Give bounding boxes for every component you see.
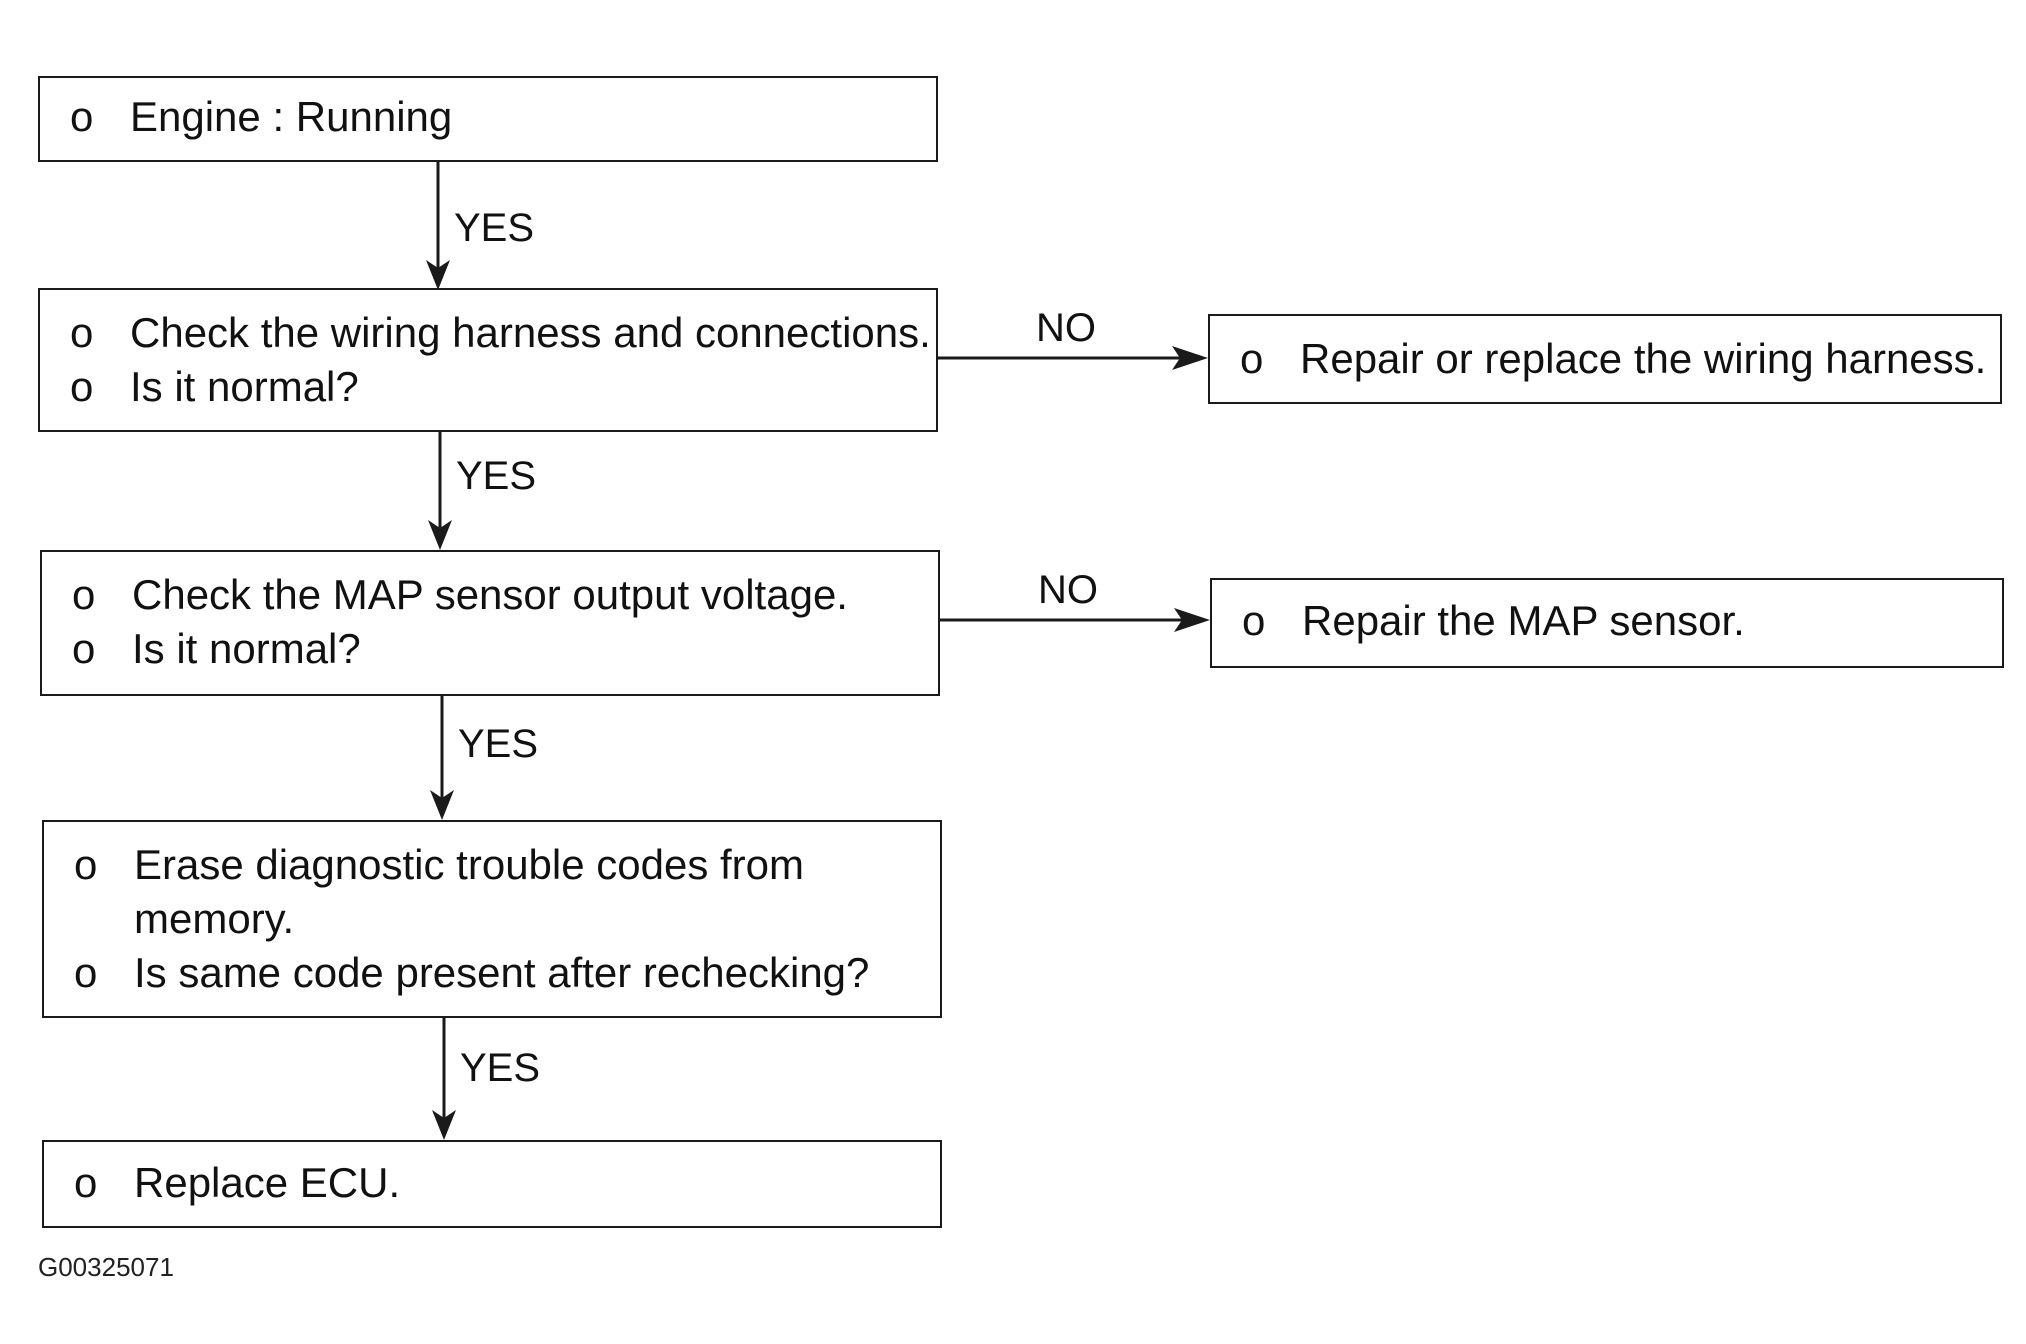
bullet-marker: o	[1240, 335, 1264, 382]
step-text: Replace ECU.	[134, 1159, 401, 1206]
bullet-row: o Repair or replace the wiring harness.	[1240, 332, 1986, 386]
bullet-row: o Check the MAP sensor output voltage.	[72, 568, 918, 622]
step-check-wiring: o Check the wiring harness and connectio…	[38, 288, 938, 432]
step-question: Is it normal?	[130, 363, 359, 410]
bullet-marker: o	[74, 841, 98, 888]
step-text: Repair or replace the wiring harness.	[1300, 335, 1987, 382]
bullet-row: o Replace ECU.	[74, 1156, 920, 1210]
arrowhead-down-1	[426, 260, 450, 290]
step-text: Check the wiring harness and connections…	[130, 309, 931, 356]
bullet-row-continuation: memory.	[74, 892, 920, 946]
label-yes-2: YES	[456, 454, 537, 498]
arrowhead-down-4	[432, 1110, 456, 1140]
step-text: Check the MAP sensor output voltage.	[132, 571, 848, 618]
label-no-1: NO	[1036, 306, 1096, 350]
step-check-map-sensor: o Check the MAP sensor output voltage. o…	[40, 550, 940, 696]
bullet-row: o Check the wiring harness and connectio…	[70, 306, 931, 360]
step-text: Engine : Running	[130, 93, 453, 140]
arrowhead-down-2	[428, 520, 452, 550]
step-erase-codes: o Erase diagnostic trouble codes from me…	[42, 820, 942, 1018]
step-text-continued: memory.	[134, 895, 295, 942]
step-repair-map-sensor: o Repair the MAP sensor.	[1210, 578, 2004, 668]
bullet-marker: o	[74, 1159, 98, 1206]
bullet-row: o Erase diagnostic trouble codes from	[74, 838, 920, 892]
bullet-row: o Is it normal?	[72, 622, 918, 676]
label-yes-3: YES	[458, 722, 539, 766]
label-yes-4: YES	[460, 1046, 541, 1090]
step-text: Erase diagnostic trouble codes from	[134, 841, 805, 888]
bullet-marker: o	[72, 625, 96, 672]
step-question: Is same code present after rechecking?	[134, 949, 870, 996]
step-repair-wiring: o Repair or replace the wiring harness.	[1208, 314, 2002, 404]
bullet-spacer	[74, 892, 134, 946]
arrowhead-down-3	[430, 790, 454, 820]
bullet-row: o Is it normal?	[70, 360, 916, 414]
bullet-row: o Repair the MAP sensor.	[1242, 594, 1982, 648]
bullet-marker: o	[72, 571, 96, 618]
bullet-row: o Engine : Running	[70, 90, 916, 144]
bullet-marker: o	[70, 309, 94, 356]
bullet-marker: o	[1242, 597, 1266, 644]
label-no-2: NO	[1038, 568, 1098, 612]
label-yes-1: YES	[454, 206, 535, 250]
arrowhead-right-2	[1174, 608, 1210, 632]
figure-code: G00325071	[38, 1252, 174, 1282]
step-replace-ecu: o Replace ECU.	[42, 1140, 942, 1228]
step-question: Is it normal?	[132, 625, 361, 672]
bullet-marker: o	[70, 363, 94, 410]
bullet-marker: o	[74, 949, 98, 996]
step-text: Repair the MAP sensor.	[1302, 597, 1745, 644]
bullet-marker: o	[70, 93, 94, 140]
bullet-row: o Is same code present after rechecking?	[74, 946, 920, 1000]
arrowhead-right-1	[1172, 346, 1208, 370]
step-engine-running: o Engine : Running	[38, 76, 938, 162]
